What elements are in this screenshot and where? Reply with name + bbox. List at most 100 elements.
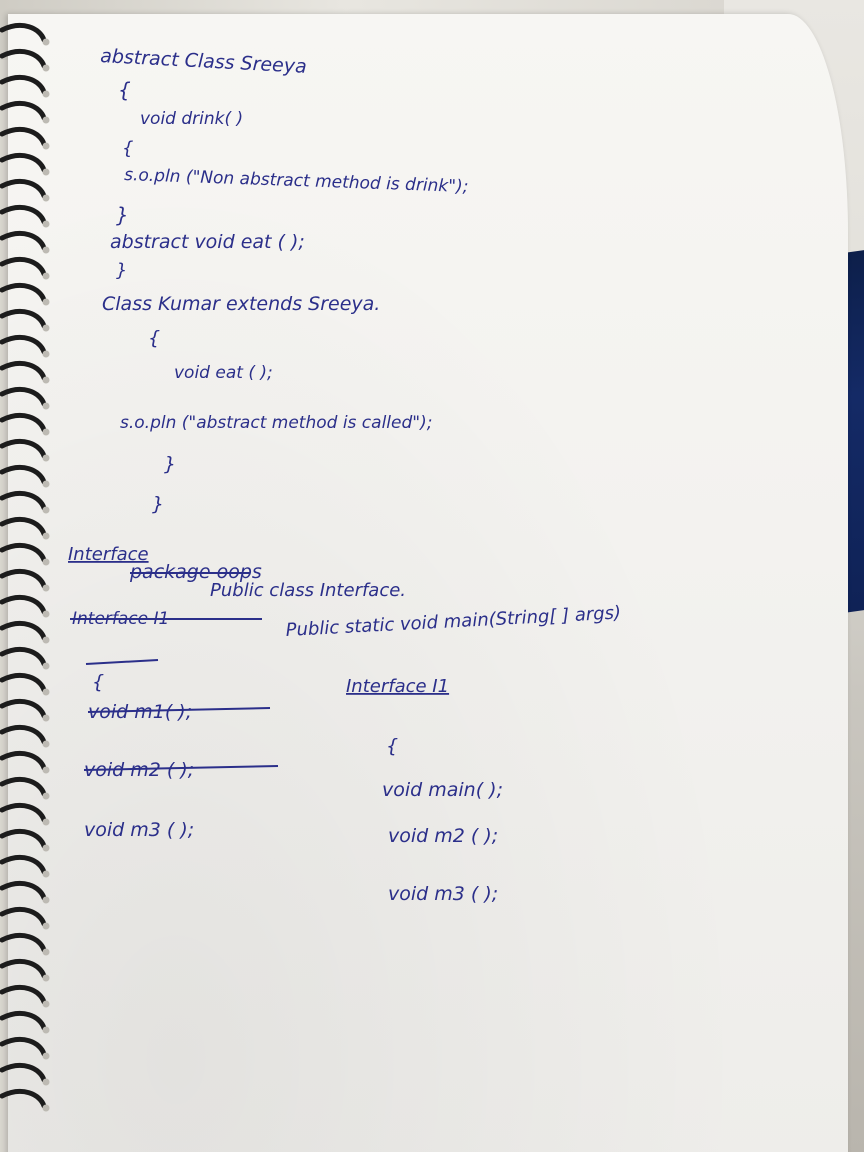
spiral-ring [0, 231, 47, 251]
spiral-ring [0, 153, 47, 173]
punch-hole [42, 298, 50, 306]
spiral-ring [0, 309, 47, 329]
line-public-static-main: Public static void main(String[ ] args) [285, 602, 621, 641]
punch-hole [42, 818, 50, 826]
spiral-binding [0, 23, 50, 1112]
punch-hole [42, 38, 50, 46]
spiral-ring [0, 803, 47, 823]
spiral-ring [0, 49, 47, 69]
spiral-ring [0, 439, 47, 459]
spiral-ring [0, 23, 47, 43]
spiral-ring [0, 413, 47, 433]
line-void-m2-right: void m2 ( ); [388, 825, 498, 847]
punch-hole [42, 896, 50, 904]
spiral-ring [0, 621, 47, 641]
line-void-m3-right: void m3 ( ); [388, 883, 498, 905]
spiral-ring [0, 205, 47, 225]
punch-hole [42, 974, 50, 982]
line-public-class: Public class Interface. [210, 580, 406, 601]
punch-hole [42, 428, 50, 436]
punch-hole [42, 350, 50, 358]
line-void-eat: void eat ( ); [174, 363, 273, 383]
spiral-ring [0, 283, 47, 303]
punch-hole [42, 142, 50, 150]
punch-hole [42, 1000, 50, 1008]
punch-hole [42, 480, 50, 488]
punch-hole [42, 792, 50, 800]
punch-hole [42, 766, 50, 774]
punch-hole [42, 194, 50, 202]
punch-hole [42, 636, 50, 644]
spiral-ring [0, 1089, 47, 1109]
punch-hole [42, 454, 50, 462]
punch-hole [42, 272, 50, 280]
line-brace-open-2: { [122, 138, 133, 159]
punch-hole [42, 1052, 50, 1060]
spiral-ring [0, 517, 47, 537]
strike-m2 [83, 765, 279, 771]
spiral-ring [0, 75, 47, 95]
punch-hole [42, 90, 50, 98]
spiral-ring [0, 959, 47, 979]
punch-hole [42, 1104, 50, 1112]
punch-hole [42, 584, 50, 592]
line-void-m3-left: void m3 ( ); [84, 819, 194, 841]
line-brace-open-1: { [118, 78, 131, 102]
line-sopln-abstract: s.o.pln ("abstract method is called"); [120, 413, 432, 433]
heading-interface: Interface [68, 544, 149, 565]
punch-hole [42, 246, 50, 254]
spiral-ring [0, 569, 47, 589]
spiral-ring [0, 491, 47, 511]
line-interface-i1: Interface I1 [346, 676, 449, 697]
punch-hole [42, 64, 50, 72]
punch-hole [42, 844, 50, 852]
spiral-ring [0, 1037, 47, 1057]
spiral-ring [0, 933, 47, 953]
line-abstract-class: abstract Class Sreeya [100, 45, 307, 78]
spiral-ring [0, 985, 47, 1005]
line-class-kumar: Class Kumar extends Sreeya. [102, 293, 380, 315]
spiral-ring [0, 1063, 47, 1083]
punch-hole [42, 324, 50, 332]
punch-hole [42, 948, 50, 956]
spiral-ring [0, 855, 47, 875]
line-void-drink: void drink( ) [140, 109, 243, 129]
punch-hole [42, 402, 50, 410]
punch-hole [42, 220, 50, 228]
spiral-ring [0, 1011, 47, 1031]
line-abstract-void-eat: abstract void eat ( ); [110, 231, 305, 253]
punch-hole [42, 922, 50, 930]
notebook-page [8, 14, 848, 1152]
spiral-ring [0, 725, 47, 745]
spiral-ring [0, 881, 47, 901]
spiral-ring [0, 829, 47, 849]
line-sopln-drink: s.o.pln ("Non abstract method is drink")… [124, 165, 469, 197]
punch-hole [42, 662, 50, 670]
punch-hole [42, 116, 50, 124]
line-void-main-right: void main( ); [382, 779, 503, 801]
spiral-ring [0, 387, 47, 407]
line-brace-open-3: { [148, 327, 160, 349]
line-void-m2-struck: void m2 ( ); [84, 759, 194, 781]
strike-brace [85, 659, 159, 665]
spiral-ring [0, 465, 47, 485]
spiral-ring [0, 101, 47, 121]
punch-hole [42, 558, 50, 566]
punch-hole [42, 740, 50, 748]
spiral-ring [0, 751, 47, 771]
punch-hole [42, 532, 50, 540]
punch-hole [42, 1078, 50, 1086]
spiral-ring [0, 127, 47, 147]
spiral-ring [0, 777, 47, 797]
punch-hole [42, 376, 50, 384]
spiral-ring [0, 647, 47, 667]
punch-hole [42, 688, 50, 696]
spiral-ring [0, 673, 47, 693]
spiral-ring [0, 257, 47, 277]
line-brace-open-right: { [386, 735, 398, 757]
spiral-ring [0, 179, 47, 199]
line-brace-close-2: } [116, 260, 127, 281]
line-void-m1-struck: void m1( ); [88, 701, 192, 723]
